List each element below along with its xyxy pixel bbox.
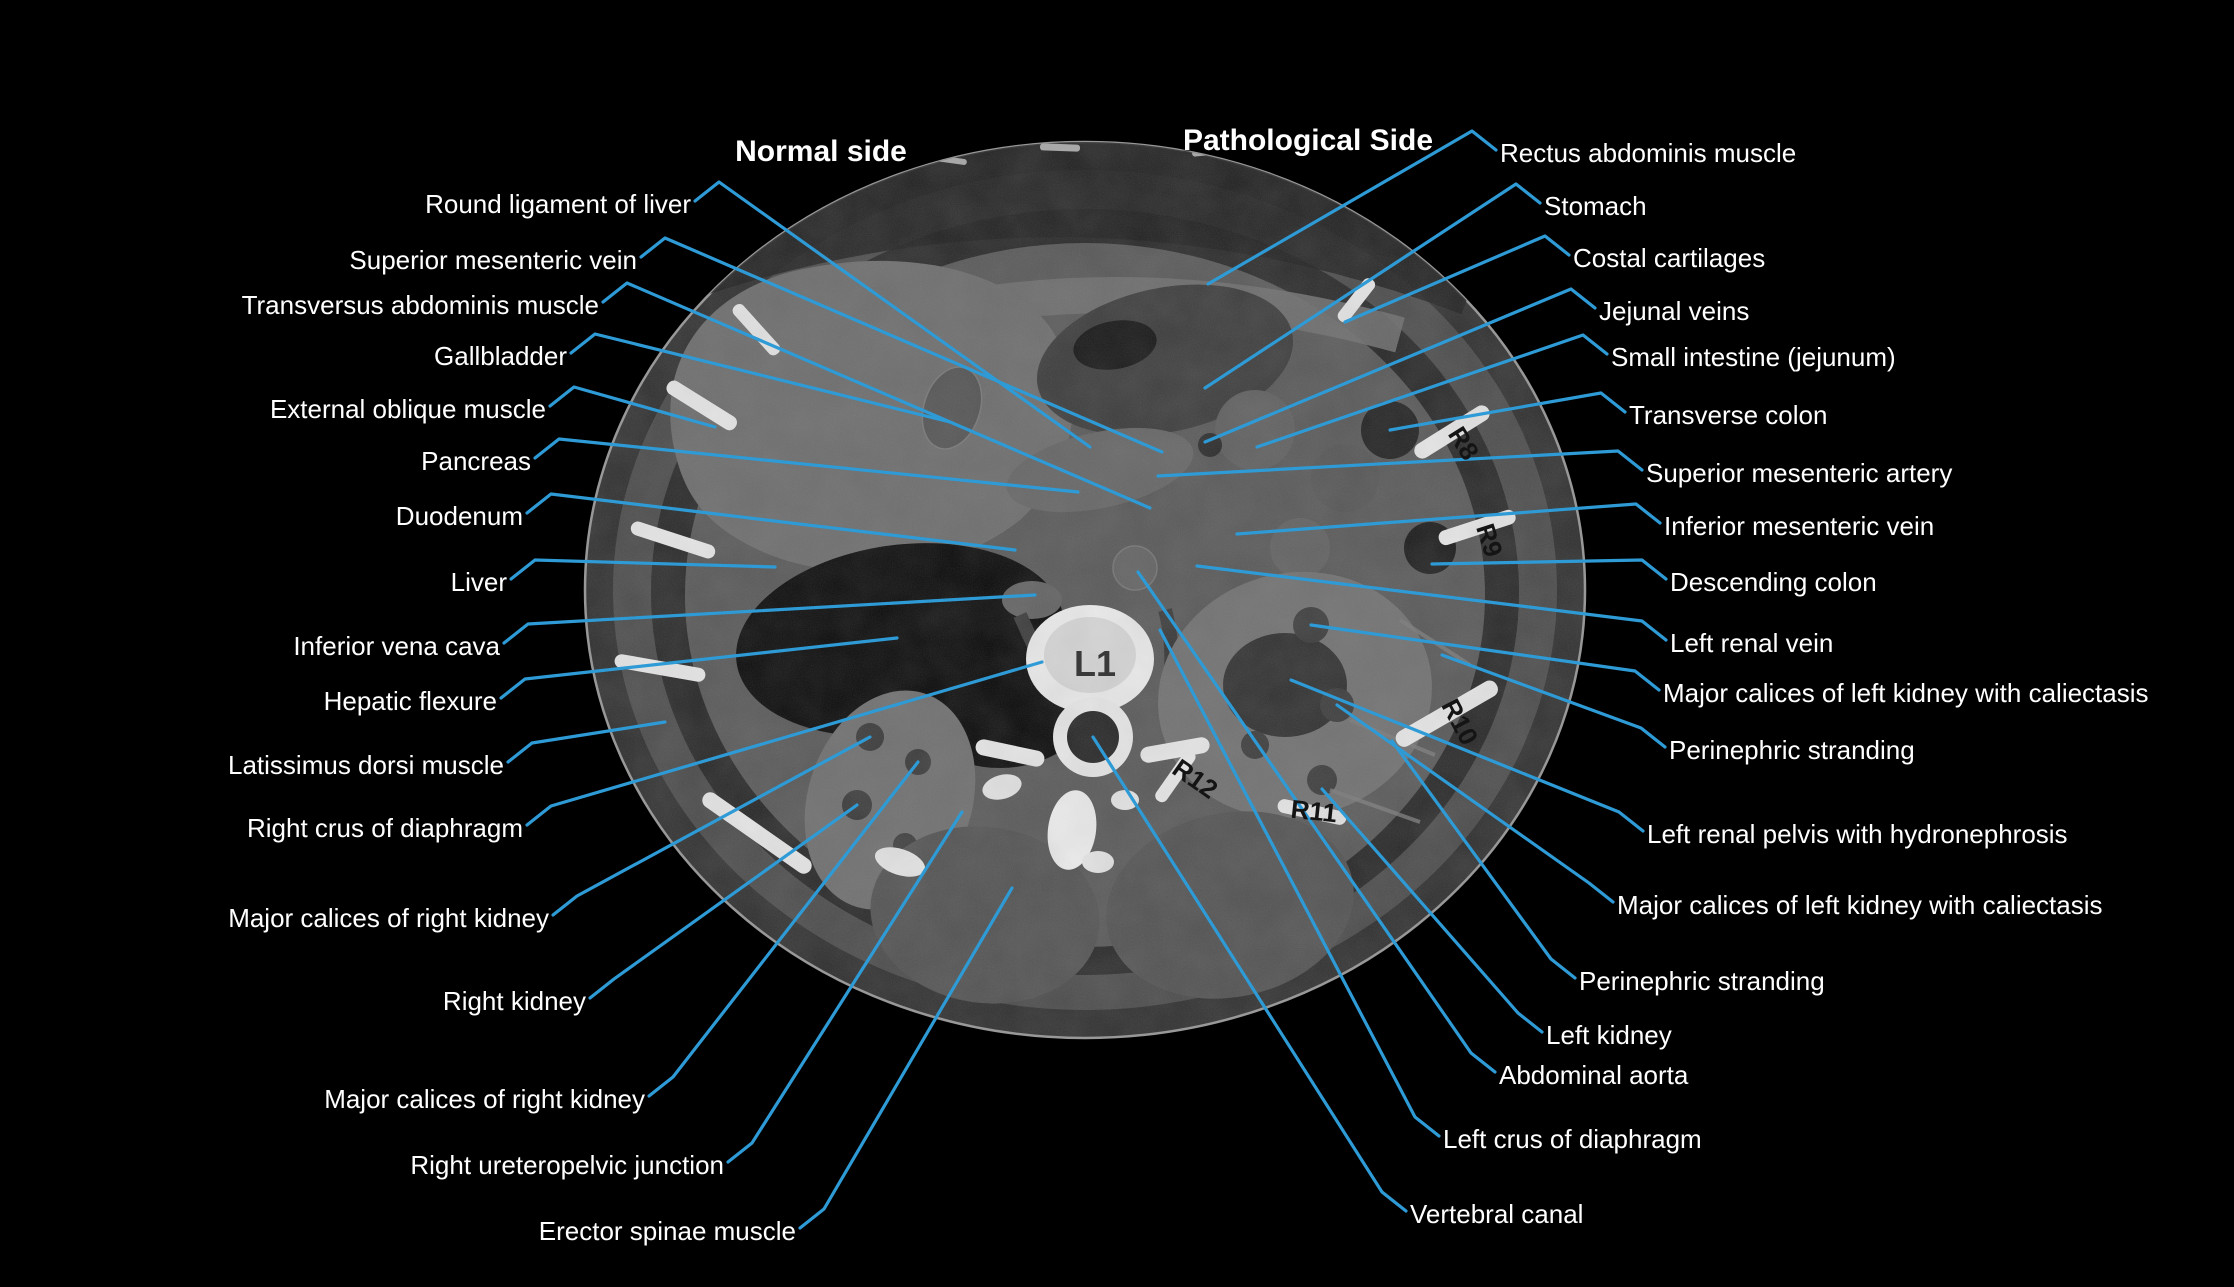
leader-line-left-9 <box>499 636 899 700</box>
anatomy-label-left-7: Liver <box>450 567 507 598</box>
leader-line-right-6 <box>1156 449 1644 478</box>
anatomy-label-right-3: Jejunal veins <box>1599 296 1750 327</box>
rib-r11-label: R11 <box>1289 794 1338 829</box>
leader-line-left-16 <box>798 886 1014 1230</box>
leader-line-left-8 <box>502 593 1037 645</box>
anatomy-label-right-4: Small intestine (jejunum) <box>1611 342 1896 373</box>
anatomy-label-left-16: Erector spinae muscle <box>538 1216 796 1247</box>
leader-line-left-0 <box>693 180 1092 449</box>
leader-line-left-11 <box>525 660 1044 827</box>
anatomy-label-left-6: Duodenum <box>395 501 523 532</box>
anatomy-label-right-16: Abdominal aorta <box>1499 1060 1689 1091</box>
anatomy-label-right-9: Left renal vein <box>1670 628 1834 659</box>
leader-line-left-1 <box>639 236 1164 454</box>
anatomy-label-right-11: Perinephric stranding <box>1669 735 1915 766</box>
anatomy-label-right-13: Major calices of left kidney with caliec… <box>1617 890 2103 921</box>
anatomy-label-right-5: Transverse colon <box>1629 400 1828 431</box>
anatomy-label-right-18: Vertebral canal <box>1410 1199 1584 1230</box>
anatomy-label-left-15: Right ureteropelvic junction <box>410 1150 724 1181</box>
anatomy-label-right-7: Inferior mesenteric vein <box>1664 511 1935 542</box>
anatomy-label-left-11: Right crus of diaphragm <box>246 813 523 844</box>
leader-line-left-2 <box>601 281 1152 510</box>
anatomy-label-left-9: Hepatic flexure <box>323 686 497 717</box>
leader-line-right-9 <box>1195 564 1668 642</box>
leader-line-right-5 <box>1388 391 1627 432</box>
anatomy-label-right-2: Costal cartilages <box>1573 243 1766 274</box>
leader-line-right-18 <box>1091 735 1408 1213</box>
normal-side-header: Normal side <box>735 135 907 168</box>
anatomy-label-left-12: Major calices of right kidney <box>228 903 549 934</box>
anatomy-label-left-0: Round ligament of liver <box>425 189 691 220</box>
anatomy-label-right-15: Left kidney <box>1546 1020 1672 1051</box>
anatomy-label-left-2: Transversus abdominis muscle <box>241 290 599 321</box>
anatomy-label-right-1: Stomach <box>1544 191 1647 222</box>
leader-line-right-15 <box>1320 787 1544 1034</box>
anatomy-label-left-10: Latissimus dorsi muscle <box>228 750 504 781</box>
leader-line-right-7 <box>1235 502 1662 536</box>
anatomy-label-right-6: Superior mesenteric artery <box>1646 458 1953 489</box>
leader-line-left-4 <box>548 385 717 429</box>
leader-line-right-12 <box>1289 678 1645 833</box>
leader-line-right-14 <box>1390 739 1577 980</box>
leader-line-right-10 <box>1309 623 1661 692</box>
pathological-side-header: Pathological Side <box>1182 124 1434 157</box>
leader-line-right-1 <box>1203 182 1542 390</box>
anatomy-label-left-14: Major calices of right kidney <box>324 1084 645 1115</box>
vertebra-l1-label: L1 <box>1074 643 1116 684</box>
leader-lines <box>499 129 1668 1230</box>
leader-line-right-0 <box>1206 129 1498 286</box>
leader-line-left-7 <box>509 558 777 581</box>
leader-line-left-6 <box>525 492 1017 552</box>
leader-line-left-12 <box>551 735 872 917</box>
leader-line-right-8 <box>1430 558 1668 581</box>
leader-line-right-16 <box>1136 570 1497 1074</box>
anatomy-label-left-3: Gallbladder <box>434 341 567 372</box>
leader-line-right-4 <box>1255 333 1609 449</box>
anatomy-label-right-8: Descending colon <box>1670 567 1877 598</box>
leader-line-right-11 <box>1440 653 1667 749</box>
anatomy-label-right-10: Major calices of left kidney with caliec… <box>1663 678 2149 709</box>
anatomy-label-right-14: Perinephric stranding <box>1579 966 1825 997</box>
leader-line-right-17 <box>1158 628 1441 1138</box>
leader-line-left-15 <box>726 810 964 1164</box>
anatomy-label-left-8: Inferior vena cava <box>293 631 500 662</box>
anatomy-label-left-1: Superior mesenteric vein <box>349 245 637 276</box>
anatomy-label-right-17: Left crus of diaphragm <box>1443 1124 1702 1155</box>
leader-line-left-10 <box>506 720 667 764</box>
anatomy-label-left-4: External oblique muscle <box>269 394 546 425</box>
anatomy-label-left-5: Pancreas <box>421 446 531 477</box>
leader-line-left-14 <box>647 760 920 1098</box>
leader-line-right-3 <box>1203 287 1597 444</box>
anatomy-label-right-0: Rectus abdominis muscle <box>1500 138 1797 169</box>
leader-line-left-13 <box>588 803 859 1000</box>
leader-line-left-3 <box>569 332 952 424</box>
anatomy-label-right-12: Left renal pelvis with hydronephrosis <box>1647 819 2068 850</box>
leader-line-left-5 <box>533 437 1080 494</box>
leader-line-right-13 <box>1335 703 1615 904</box>
anatomy-label-left-13: Right kidney <box>442 986 586 1017</box>
leader-line-right-2 <box>1343 234 1571 324</box>
